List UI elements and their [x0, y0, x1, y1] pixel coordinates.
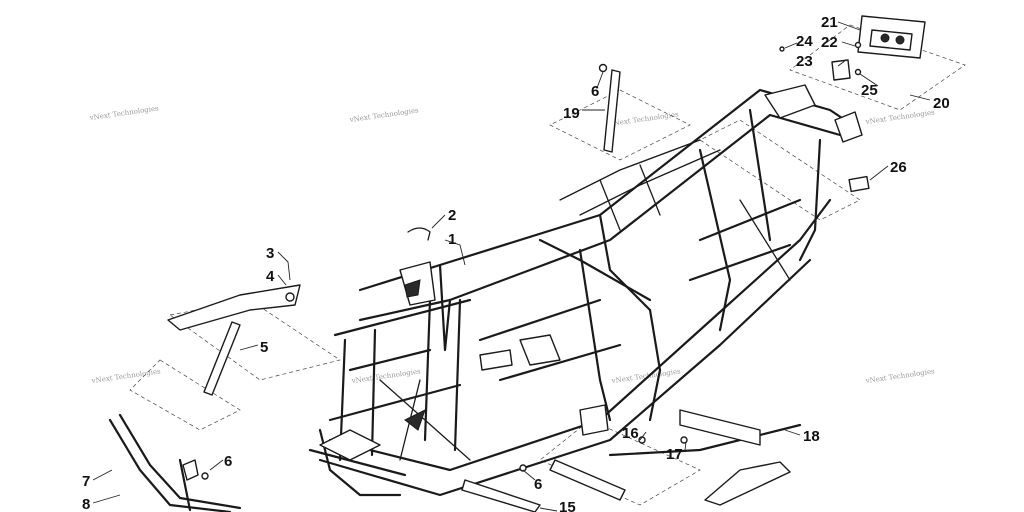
leader-lines	[92, 21, 931, 512]
callout-22: 22	[821, 34, 838, 51]
callout-6-lower: 6	[534, 476, 542, 493]
callout-7: 7	[82, 473, 90, 490]
callout-23: 23	[796, 53, 813, 70]
part-5-strut	[203, 321, 241, 396]
part-4-bracket	[167, 284, 301, 331]
callout-3: 3	[266, 245, 274, 262]
callout-25: 25	[861, 82, 878, 99]
assembly-guides	[129, 24, 966, 506]
callout-5: 5	[260, 339, 268, 356]
watermark: vNext Technologies	[88, 104, 159, 122]
callout-1: 1	[448, 231, 456, 248]
callout-6-front: 6	[224, 453, 232, 470]
callout-26: 26	[890, 159, 907, 176]
part-2-pin	[407, 227, 431, 241]
callout-16: 16	[622, 425, 639, 442]
part-18-footrest	[608, 423, 802, 457]
callout-15: 15	[559, 499, 576, 512]
callout-18: 18	[803, 428, 820, 445]
callout-24: 24	[796, 33, 813, 50]
watermark: vNext Technologies	[864, 108, 935, 126]
part-19-rod	[603, 69, 621, 153]
main-frame	[308, 84, 863, 512]
loose-parts	[108, 15, 926, 512]
callout-2: 2	[448, 207, 456, 224]
watermark: vNext Technologies	[610, 367, 681, 385]
callout-6-top: 6	[591, 83, 599, 100]
part-7-bumper	[108, 418, 232, 512]
callout-4: 4	[266, 268, 275, 285]
callout-21: 21	[821, 14, 838, 31]
callout-20: 20	[933, 95, 950, 112]
watermark: vNext Technologies	[90, 367, 161, 385]
callout-19: 19	[563, 105, 580, 122]
watermark: vNext Technologies	[608, 110, 679, 128]
callout-17: 17	[666, 446, 683, 463]
callouts: 1 2 3 4 5 6 6 6 7 8 15 16 17 18 19 20 21…	[82, 14, 950, 512]
callout-8: 8	[82, 496, 90, 512]
watermark: vNext Technologies	[864, 367, 935, 385]
part-26-decal	[848, 175, 870, 193]
watermark: vNext Technologies	[350, 367, 421, 385]
part-23-socket	[831, 59, 851, 81]
watermark: vNext Technologies	[348, 106, 419, 124]
